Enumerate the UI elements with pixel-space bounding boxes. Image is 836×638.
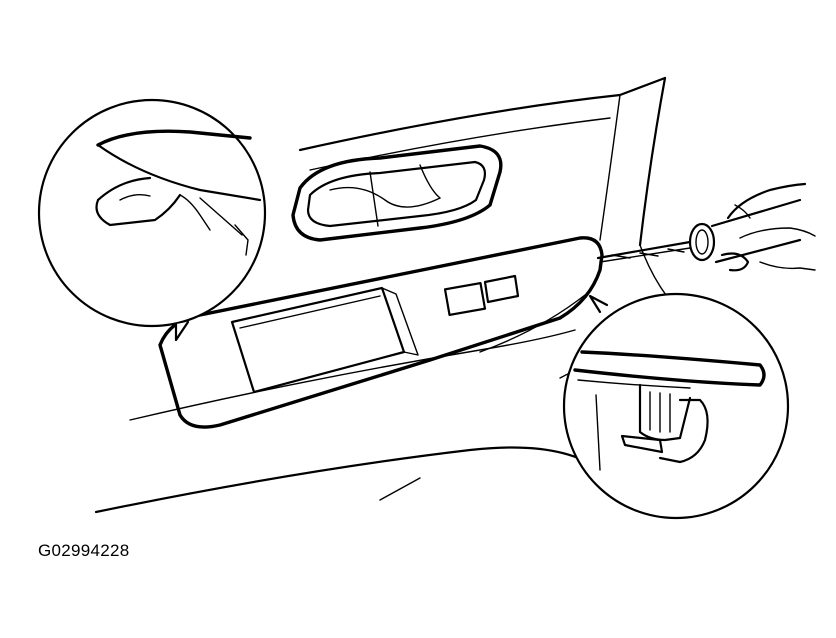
clip-detail-callout-left [37, 98, 267, 342]
inner-door-handle-recess [291, 144, 503, 242]
hand-icon [720, 182, 816, 272]
door-lock-switch [443, 281, 487, 317]
screwdriver-tool [596, 198, 802, 264]
clip-detail-callout-right [562, 292, 790, 520]
figure-id-code: G02994228 [38, 541, 130, 560]
